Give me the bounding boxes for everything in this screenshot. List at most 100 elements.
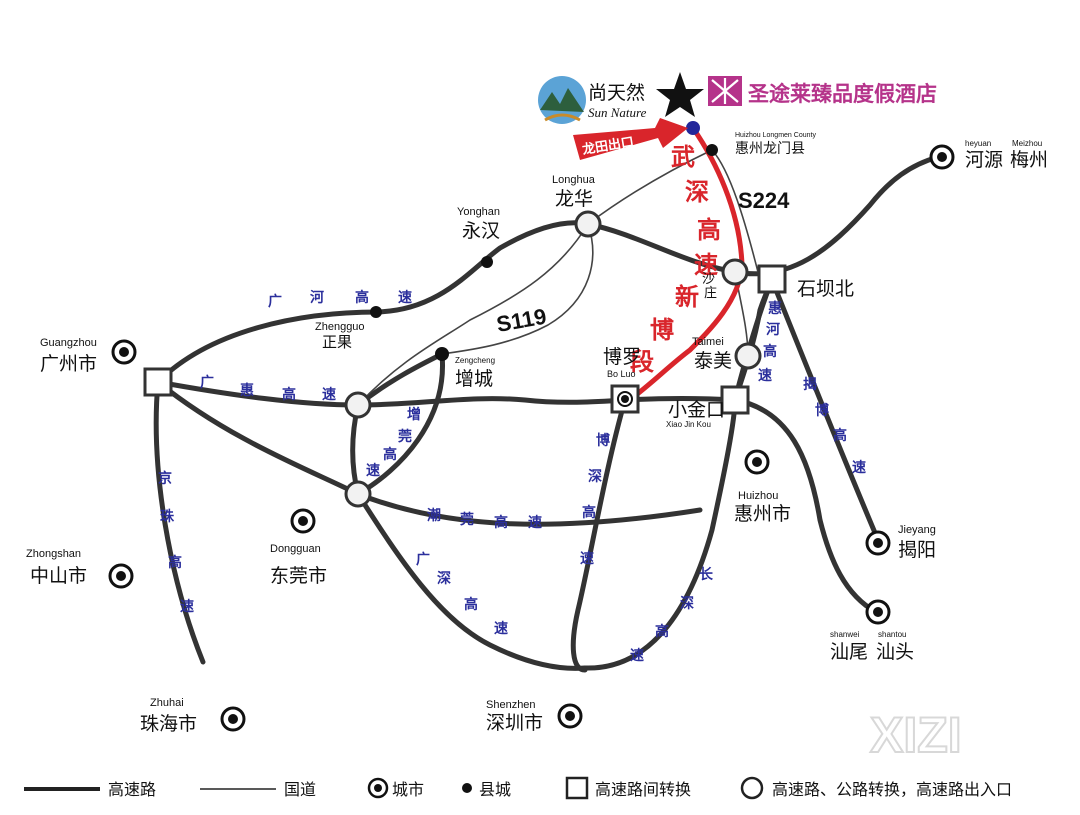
highway-char: 长 <box>699 566 714 583</box>
legend-city-swatch <box>367 777 389 799</box>
road-zengcheng-link <box>355 351 445 408</box>
label-zhongshan-en: Zhongshan <box>26 548 81 560</box>
highway-char: 惠 <box>240 382 254 399</box>
city-marker-heyuan <box>929 144 955 170</box>
highway-char: 高 <box>833 427 847 444</box>
hotel-name: 圣途莱臻品度假酒店 <box>748 82 937 106</box>
interchanges <box>143 264 787 415</box>
highway-char: 深 <box>437 570 451 587</box>
highway-char: 莞 <box>460 511 474 528</box>
legend-county: 县城 <box>479 780 511 799</box>
hotel-logo-icon <box>708 76 742 106</box>
label-zhuhai-cn: 珠海市 <box>140 713 197 735</box>
highway-char: 广 <box>416 551 430 568</box>
city-marker-huizhou <box>744 449 770 475</box>
road-jiebo <box>769 277 881 543</box>
label-dongguan-cn: 东莞市 <box>270 565 327 587</box>
label-shenzhen-en: Shenzhen <box>486 699 536 711</box>
road-s119 <box>357 223 589 406</box>
city-marker-jieyang <box>865 530 891 556</box>
label-zengcheng-en: Zengcheng <box>455 356 495 365</box>
exit-longhua <box>574 210 602 238</box>
highway-char: 潮 <box>427 507 441 524</box>
label-yonghan-en: Yonghan <box>457 206 500 218</box>
highway-char: 速 <box>180 598 194 615</box>
label-shazhuang-b: 庄 <box>704 285 717 301</box>
star-icon <box>656 72 704 117</box>
red-route-char: 高 <box>697 215 721 244</box>
route-s119: S119 <box>495 304 549 337</box>
highway-char: 广 <box>200 374 214 391</box>
city-markers <box>108 144 955 732</box>
highway-char: 速 <box>366 462 380 479</box>
label-meizhou-cn: 梅州 <box>1010 149 1048 171</box>
label-longmen-cn: 惠州龙门县 <box>735 141 805 157</box>
highway-char: 深 <box>680 595 694 612</box>
interchange-shibabei <box>757 264 787 294</box>
red-route-char: 深 <box>685 177 709 206</box>
highway-char: 高 <box>168 554 182 571</box>
sun-nature-logo: 尚天然 Sun Nature <box>538 76 647 124</box>
road-changshen <box>582 277 775 671</box>
county-dot-yonghan <box>481 256 493 268</box>
label-shantou-en: shantou <box>878 630 906 639</box>
label-longhua-en: Longhua <box>552 174 596 186</box>
place-labels: Guangzhou 广州市 Zhongshan 中山市 Zhuhai 珠海市 D… <box>26 132 1048 735</box>
highway-char: 高 <box>383 446 397 463</box>
label-shanwei-cn: 汕尾 <box>830 641 868 663</box>
label-shenzhen-cn: 深圳市 <box>486 712 543 734</box>
highway-char: 速 <box>758 367 772 384</box>
logo-en: Sun Nature <box>588 105 647 120</box>
road-jingzhu <box>153 379 206 665</box>
city-marker-zhongshan <box>108 563 134 589</box>
highway-char: 速 <box>528 514 542 531</box>
label-zhengguo-en: Zhengguo <box>315 321 365 333</box>
highway-char: 珠 <box>160 508 175 525</box>
legend: 高速路 国道 城市 县城 高速路间转换 高速路、公路转换，高速路出入口 <box>24 776 1012 800</box>
highway-char: 莞 <box>398 428 412 445</box>
legend-exit-swatch <box>740 776 764 800</box>
label-xiaojinkou-cn: 小金口 <box>668 399 725 421</box>
highway-char: 速 <box>398 289 412 306</box>
label-zhengguo-cn: 正果 <box>322 333 352 351</box>
label-taimei-cn: 泰美 <box>694 350 732 372</box>
legend-county-swatch <box>462 783 472 793</box>
highway-char: 高 <box>494 514 508 531</box>
road-guanghui <box>155 379 738 408</box>
label-guangzhou-en: Guangzhou <box>40 337 97 349</box>
city-marker-zhuhai <box>220 706 246 732</box>
city-marker-guangzhou <box>111 339 137 365</box>
highway-char: 速 <box>494 620 508 637</box>
destination-marker <box>686 121 700 135</box>
city-marker-shenzhen <box>557 703 583 729</box>
exit-guanghui <box>344 391 372 419</box>
highway-char: 河 <box>766 321 780 338</box>
highway-char: 高 <box>464 596 478 613</box>
legend-interchange: 高速路间转换 <box>595 780 691 799</box>
red-route-char: 新 <box>675 282 699 311</box>
label-shazhuang-a: 沙 <box>702 272 715 287</box>
road-s224 <box>711 149 761 281</box>
legend-national-road: 国道 <box>284 780 316 799</box>
highway-char: 河 <box>310 289 324 306</box>
red-route-labels: 武 深 高 速 新 博 段 <box>630 142 721 376</box>
label-xiaojinkou-en: Xiao Jin Kou <box>666 420 711 429</box>
road-guanghe <box>155 154 941 385</box>
label-meizhou-en: Meizhou <box>1012 139 1042 148</box>
label-jieyang-en: Jieyang <box>898 524 936 536</box>
label-boluo-en: Bo Luo <box>607 369 636 379</box>
county-dots <box>370 144 718 361</box>
label-shibabei-cn: 石坝北 <box>797 278 854 300</box>
exit-taimei <box>734 342 762 370</box>
road-east-shanwei <box>732 397 879 615</box>
label-longhua-cn: 龙华 <box>555 188 593 210</box>
watermark: XIZI <box>870 707 962 763</box>
label-huizhou-en: Huizhou <box>738 490 778 502</box>
legend-exit: 高速路、公路转换，高速路出入口 <box>772 780 1012 799</box>
highway-char: 高 <box>582 504 596 521</box>
city-marker-boluo <box>617 391 633 407</box>
highway-char: 速 <box>852 459 866 476</box>
legend-city: 城市 <box>392 780 424 799</box>
legend-interchange-swatch <box>565 776 589 800</box>
